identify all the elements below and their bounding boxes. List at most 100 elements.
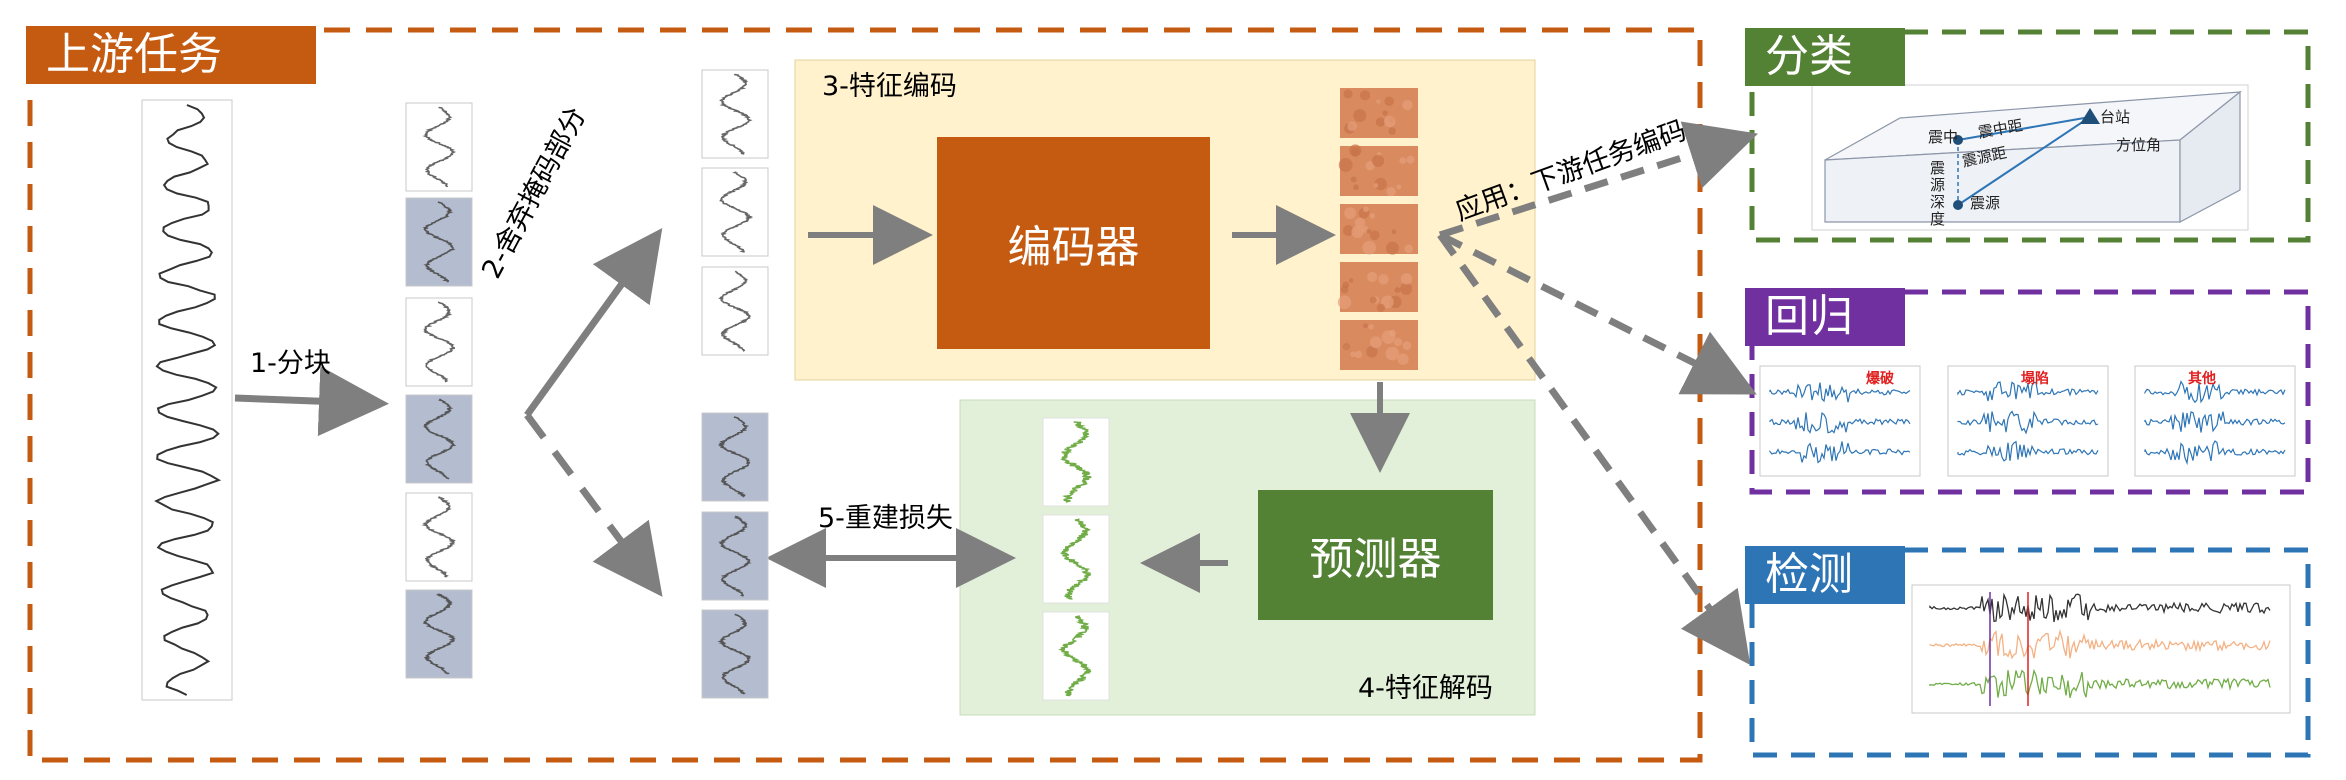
feature-texture [1348,278,1354,283]
feature-texture [1354,350,1363,359]
regress-trace [1957,410,2099,435]
visible-patch-1 [701,69,769,159]
feature-texture [1344,207,1356,219]
feature-texture [1343,89,1353,99]
visible-patch-2 [701,167,769,257]
waveform-patches [405,69,1110,701]
feature-texture [1347,121,1357,132]
hypocentral-line [1957,116,2091,206]
feature-texture [1406,155,1415,164]
encoder-box [937,137,1210,349]
detect-frame [1749,547,2311,758]
visible-patch-3 [701,266,769,356]
feature-texture [1373,183,1379,188]
feature-texture [1404,244,1414,254]
feature-texture [1381,295,1394,309]
waveform-trace [154,104,222,696]
feature-texture [1394,287,1401,294]
arrow-apply-detect [1437,232,1751,666]
patch-trace-5 [421,496,457,578]
feature-texture [1350,176,1357,183]
recon-patch-trace-2 [1060,518,1092,600]
feature-texture [1402,341,1412,350]
feature-texture [1362,240,1377,255]
feature-texture [1400,273,1413,285]
regress-trace [1769,412,1911,434]
regress-trace [1769,382,1911,403]
step-recon-label: 5-重建损失 [818,503,953,534]
epicentral-line [1957,116,2091,141]
patch-5 [405,492,473,582]
feature-texture [1384,115,1396,128]
upstream-frame [27,27,1703,763]
station-marker [2080,108,2100,124]
arrow-apply-regress [1438,231,1757,395]
feature-texture [1397,353,1409,365]
focus-text: 震中 [1928,128,1959,146]
arrow-keep [524,227,663,418]
feature-texture [1365,161,1375,171]
feature-texture [1369,230,1380,241]
feature-texture [1386,186,1396,197]
regress-trace [1957,440,2099,462]
feature-texture [1375,117,1386,127]
feature-texture [1359,90,1371,101]
patch-trace-3 [423,301,455,383]
feature-texture [1354,217,1366,229]
patch-trace-4 [423,398,457,480]
arrow-split [234,366,389,437]
feature-texture [1399,157,1406,164]
arrow-mask [524,412,663,597]
patch-4 [405,394,473,484]
patch-trace-2 [422,201,456,283]
feature-texture [1366,229,1372,234]
feature-texture [1369,296,1377,304]
source-text: 震源 [1970,194,2001,212]
feature-texture [1374,177,1387,191]
visible-patch-trace-2 [719,171,754,253]
feature-texture [1369,336,1382,349]
detect-trace-2 [1929,628,2271,660]
azimuth-text: 方位角 [2116,136,2162,154]
regress-trace [1769,441,1911,464]
masked-patch-3 [701,609,769,699]
feature-texture [1351,225,1364,239]
feature-texture [1362,323,1369,329]
masked-patch-2 [701,511,769,601]
slab-side [2179,90,2241,223]
feature-texture [1382,110,1388,116]
feature-texture [1350,351,1356,357]
feature-texture [1388,127,1397,135]
classify-title: 分类 [1745,28,1905,86]
feature-texture [1353,109,1367,123]
visible-patch-trace-1 [719,73,753,155]
feature-texture [1385,346,1400,361]
feature-texture [1340,285,1349,294]
feature-texture [1402,99,1413,111]
feature-texture [1366,346,1378,358]
feature-texture [1353,184,1359,191]
feature-texture [1381,330,1396,344]
visible-patch-trace-3 [718,270,752,352]
patch-trace-6 [422,593,456,675]
step-decode-label: 4-特征解码 [1358,673,1493,704]
feature-texture [1391,229,1397,235]
predictor-box [1258,490,1493,620]
masked-patch-trace-3 [717,613,752,695]
regress-panel-2-label: 塌陷 [2021,371,2049,387]
feature-texture [1376,99,1381,104]
patch-1 [405,102,473,192]
feature-texture [1342,225,1354,236]
detect-illustration [1911,584,2291,714]
feature-texture [1349,144,1362,157]
feature-texture [1376,303,1386,313]
feature-texture [1399,282,1413,295]
masked-patch-1 [701,412,769,502]
recon-patch-trace-1 [1060,421,1092,503]
predictor-label: 预测器 [1309,534,1442,585]
detect-trace-1 [1929,592,2271,623]
patch-trace-1 [422,106,457,188]
epicenter-dot [1953,135,1963,145]
feature-texture [1338,158,1353,172]
